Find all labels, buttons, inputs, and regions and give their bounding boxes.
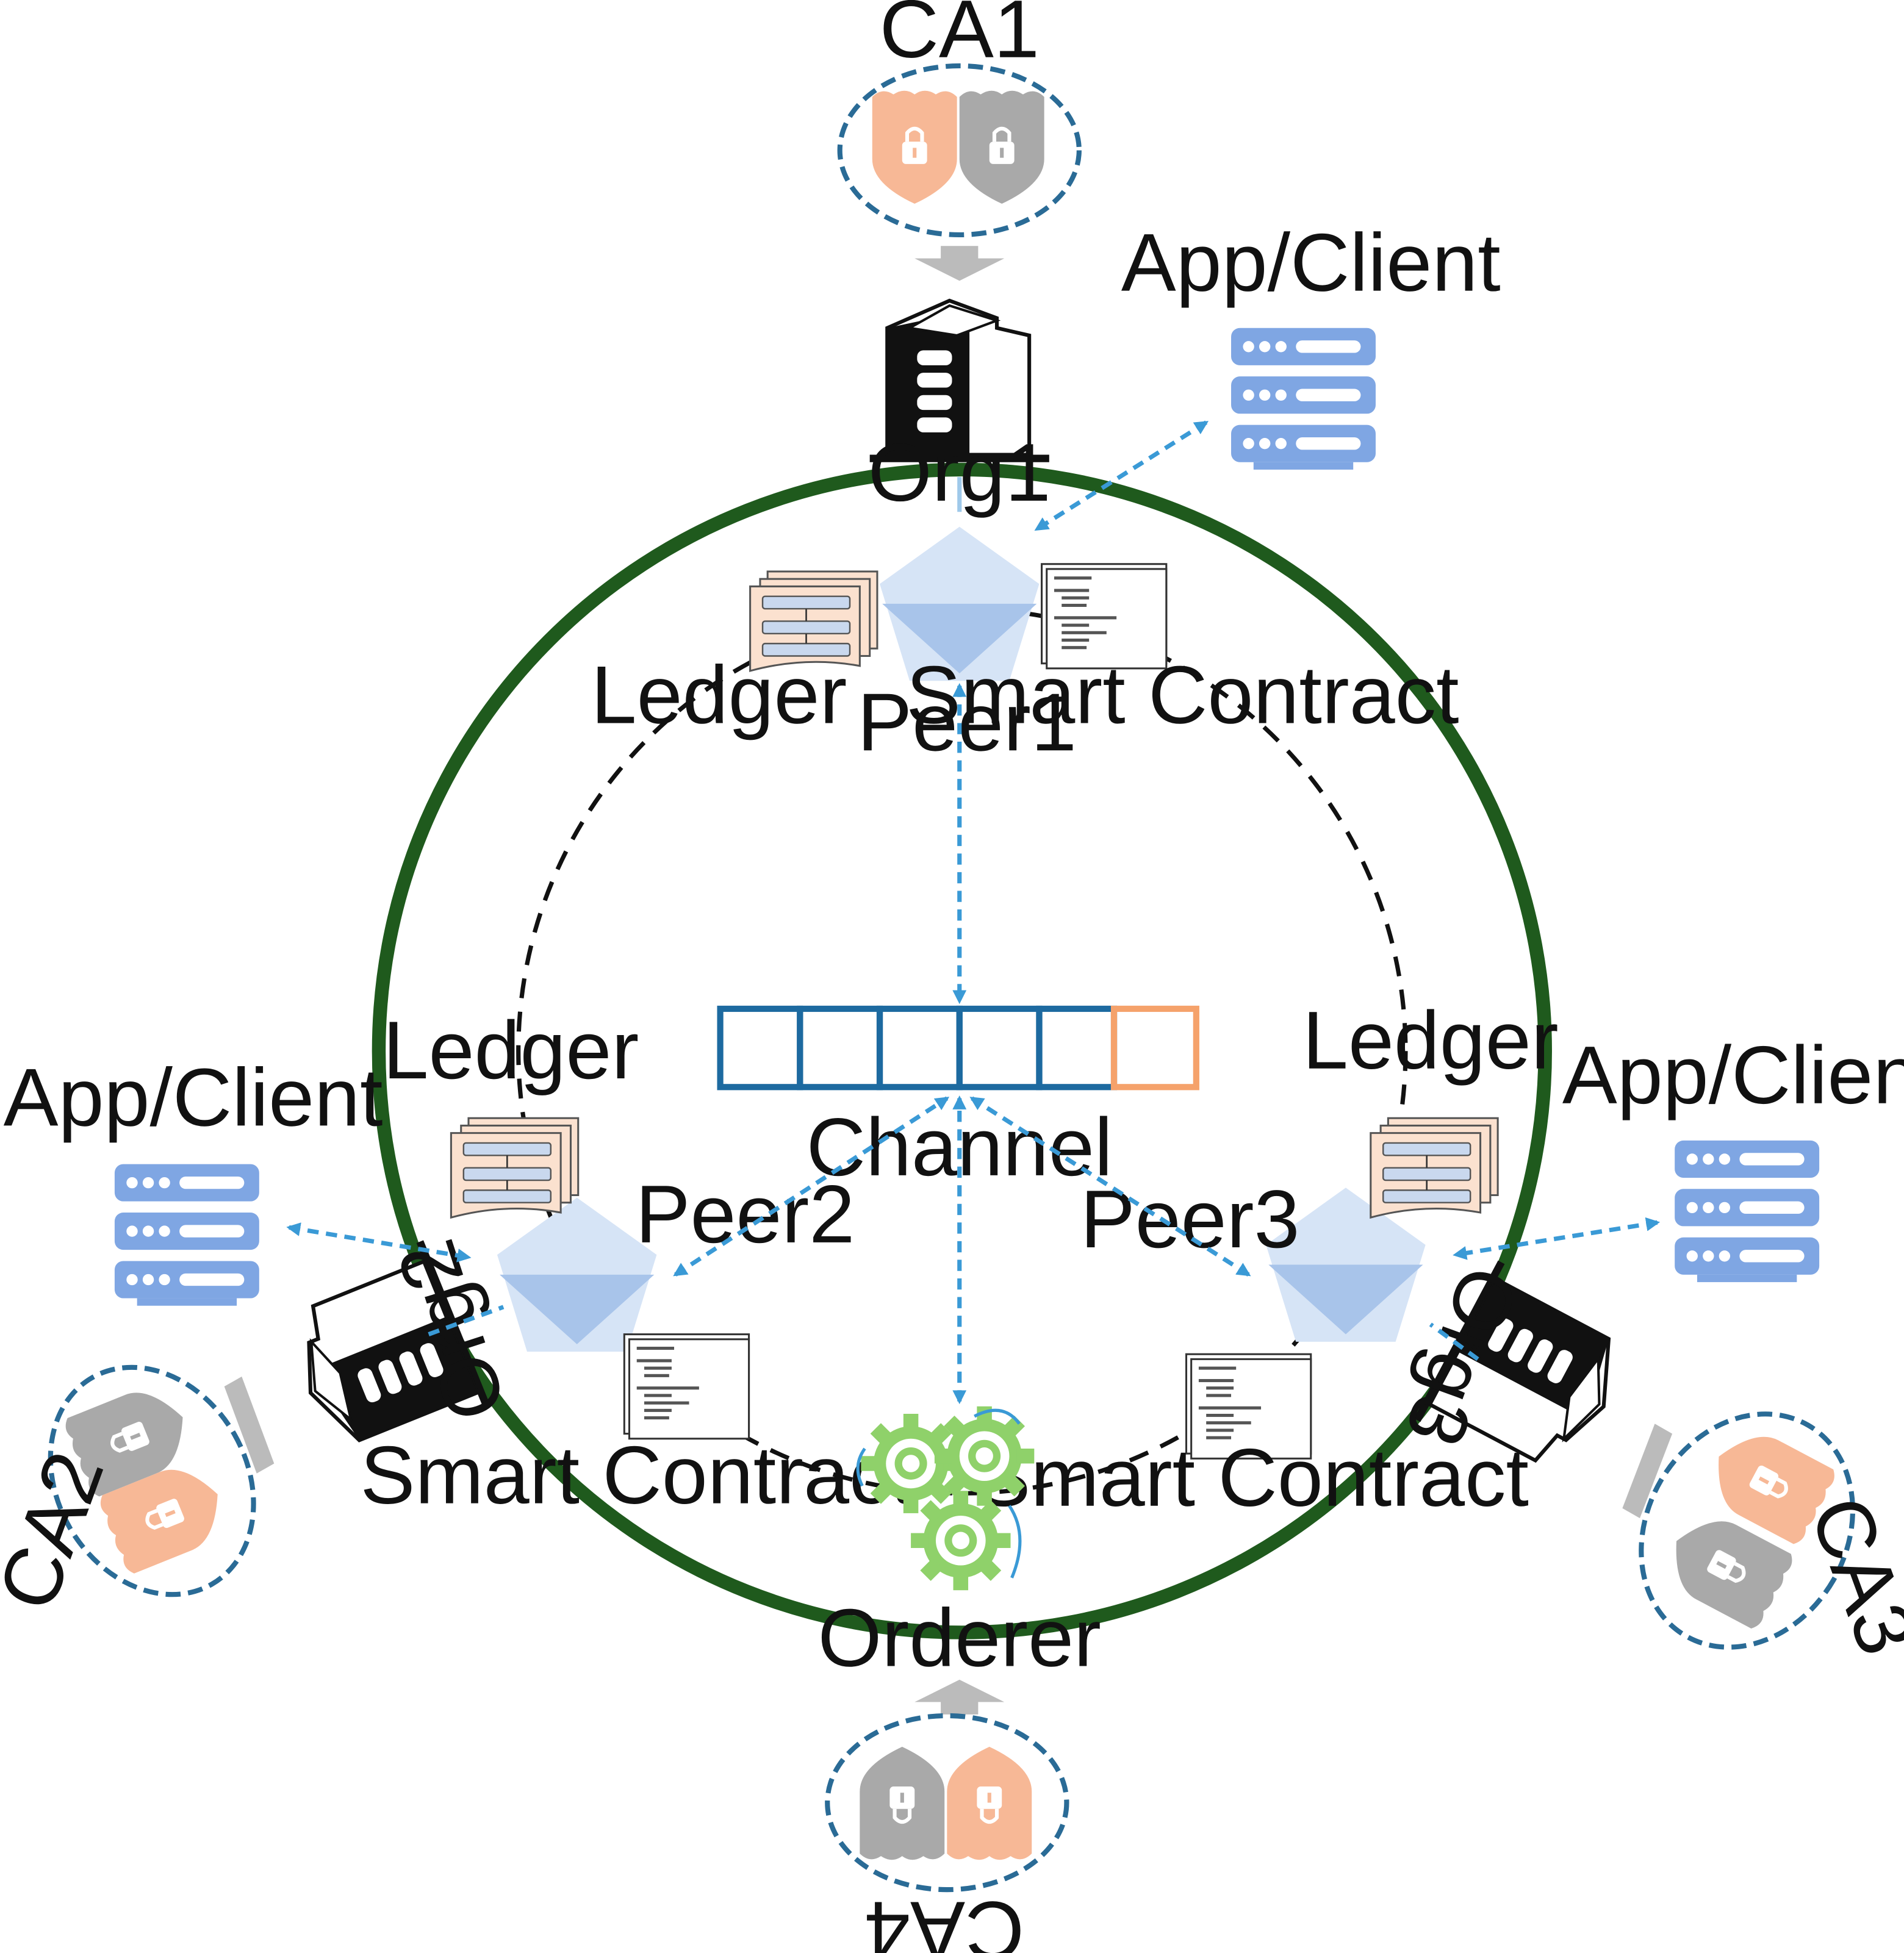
ca4-cert-gray-icon	[860, 1747, 944, 1860]
orderer-label: Orderer	[818, 1592, 1101, 1684]
ca4-arrow-icon	[914, 1679, 1005, 1715]
ca4-group: CA4	[825, 1713, 1069, 1953]
app-client-2-server-icon	[114, 1164, 259, 1306]
contract3-label: Smart Contract	[976, 1432, 1529, 1524]
ledger1-label: Ledger	[591, 649, 847, 741]
peer1-group: Peer1 Ledger Smart Contract	[591, 526, 1459, 768]
app-client-2-group: App/Client	[4, 1052, 383, 1306]
app3-peer3-arrow	[1453, 1217, 1661, 1260]
ca3-boundary	[1639, 1411, 1856, 1650]
peer2-pentagon-icon	[497, 1197, 657, 1352]
ca4-cert-orange-icon	[947, 1747, 1032, 1860]
peer3-label: Peer3	[1080, 1173, 1300, 1265]
ca3-label: CA3	[1793, 1485, 1904, 1666]
ca3-arrow-icon	[1622, 1424, 1673, 1519]
app2-peer2-arrow	[286, 1222, 472, 1263]
contract1-label: Smart Contract	[906, 649, 1459, 741]
ca4-label: CA4	[864, 1885, 1024, 1953]
app-client-1-group: App/Client	[1121, 217, 1501, 470]
ledger3-stack-icon	[1370, 1117, 1499, 1219]
ca2-group: CA2	[0, 1364, 256, 1622]
ledger2-stack-icon	[450, 1117, 580, 1219]
channel-block	[1036, 1005, 1118, 1091]
channel-block	[717, 1005, 803, 1091]
app1-peer1-arrow	[1034, 420, 1209, 531]
ca1-boundary	[837, 63, 1082, 238]
app-client-3-label: App/Client	[1562, 1029, 1904, 1121]
org2-peer2-link	[428, 1305, 505, 1336]
app-client-3-group: App/Client	[1562, 1029, 1904, 1283]
app-client-1-server-icon	[1231, 328, 1376, 470]
ca4-boundary	[825, 1713, 1069, 1893]
ca1-label: CA1	[880, 0, 1040, 75]
ca1-group: CA1	[837, 0, 1082, 281]
ca3-group: CA3	[1639, 1411, 1904, 1666]
channel-blocks	[717, 1005, 1199, 1091]
app-client-2-label: App/Client	[4, 1052, 383, 1144]
orderer-group: Orderer	[818, 1406, 1101, 1715]
ledger3-label: Ledger	[1302, 994, 1559, 1086]
ca1-cert-orange-icon	[872, 91, 957, 204]
channel-block-pending	[1110, 1005, 1199, 1091]
contract2-label: Smart Contract	[361, 1429, 913, 1521]
orderer-gear-icon	[911, 1491, 1011, 1591]
connection-arrows	[286, 420, 1661, 1405]
app-client-1-label: App/Client	[1121, 217, 1501, 309]
ca2-label: CA2	[0, 1440, 121, 1621]
channel-block	[876, 1005, 963, 1091]
peer1-label: Peer1	[857, 676, 1077, 768]
ca2-boundary	[48, 1364, 256, 1597]
channel-block	[956, 1005, 1043, 1091]
org3-peer3-link	[1429, 1322, 1479, 1361]
ledger2-label: Ledger	[383, 1004, 639, 1096]
ca2-arrow-icon	[224, 1376, 275, 1474]
channel-block	[797, 1005, 883, 1091]
ca1-cert-gray-icon	[960, 91, 1044, 204]
contract2-document-icon	[623, 1333, 750, 1440]
app-client-3-server-icon	[1675, 1140, 1820, 1283]
peer2-channel-arrow	[673, 1096, 950, 1277]
network-ring	[372, 462, 1552, 1639]
ca1-arrow-icon	[914, 246, 1005, 281]
